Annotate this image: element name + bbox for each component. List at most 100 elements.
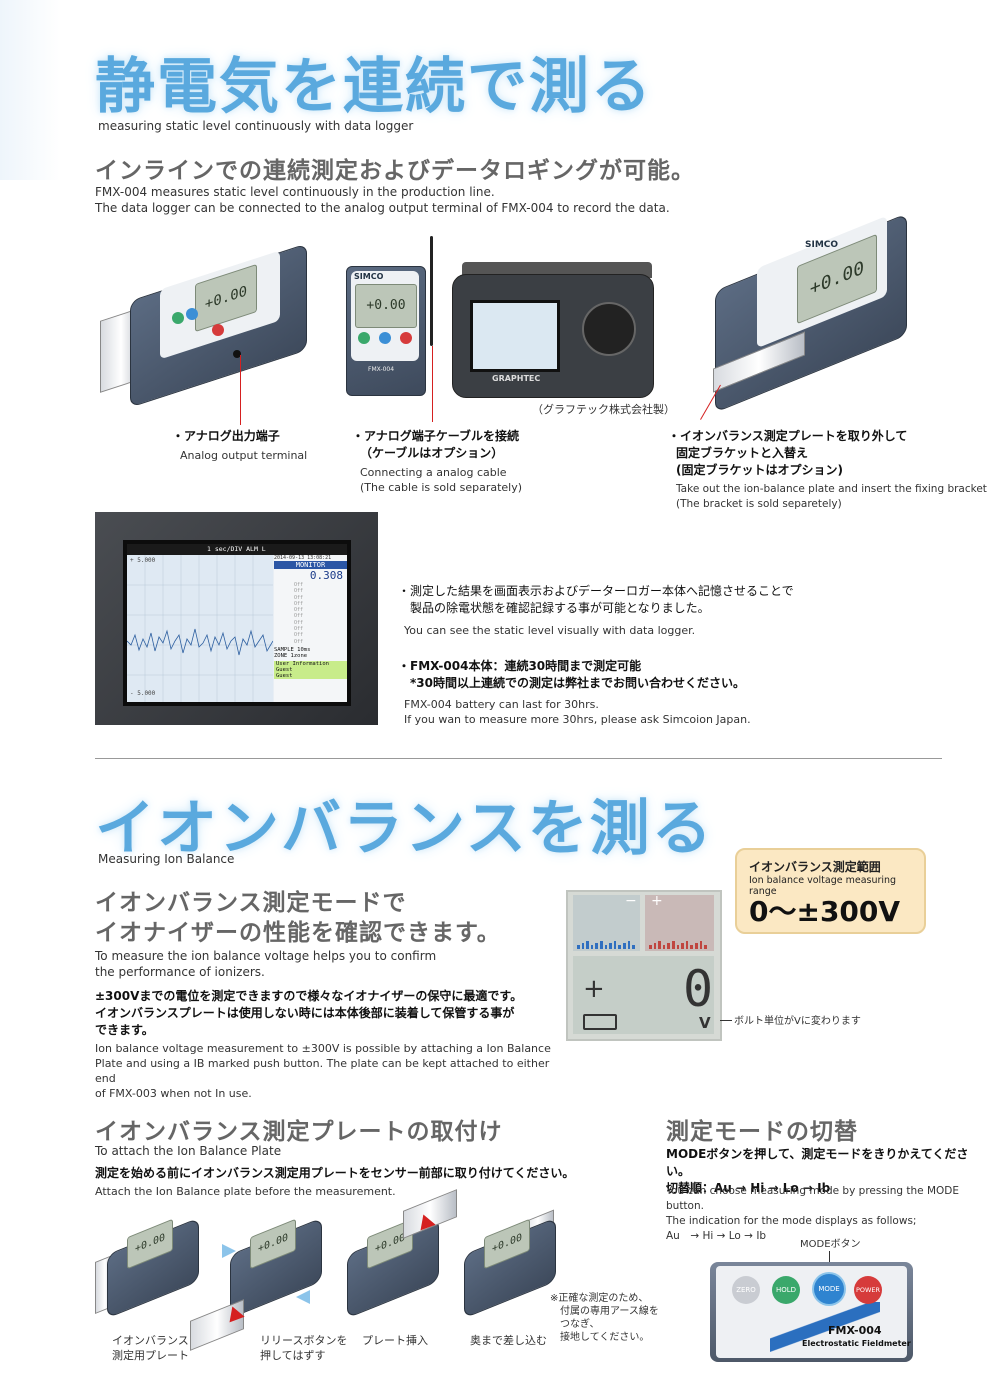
monitor-title: MONITOR xyxy=(274,561,347,569)
brand-label: SIMCO xyxy=(354,272,384,281)
mode-en-line: Au → Hi → Lo → Ib xyxy=(666,1230,767,1242)
button-green xyxy=(358,332,370,344)
lcd-bar xyxy=(672,941,675,949)
lcd-bar xyxy=(595,943,598,949)
monitor-row: Off xyxy=(294,632,304,639)
lcd-bar xyxy=(699,941,703,949)
arrow-blue-icon xyxy=(222,1244,236,1258)
callout-fixing-bracket: ・イオンバランス測定プレートを取り外して 固定ブラケットと入替え (固定ブラケッ… xyxy=(668,428,987,512)
power-button[interactable]: POWER xyxy=(854,1276,882,1304)
monitor-row: Off xyxy=(294,619,304,626)
section3-heading: イオンバランス測定プレートの取付け xyxy=(95,1119,503,1145)
zero-button[interactable]: ZERO xyxy=(732,1276,760,1304)
callout-jp: （ケーブルはオプション） xyxy=(360,446,504,460)
logger-screen-photo: 1 sec/DIV ALM L + 5.000 - 5.000 2014-09-… xyxy=(95,512,378,725)
lcd-bar xyxy=(618,945,621,949)
lcd-unit: V xyxy=(699,1014,711,1032)
user-info-label: User Information xyxy=(276,660,329,667)
monitor-row: Off xyxy=(294,588,304,595)
lcd-minus-sign: − xyxy=(625,893,637,909)
section2-body-jp: ±300Vまでの電位を測定できますので様々なイオナイザーの保守に最適です。 イオ… xyxy=(95,988,555,1039)
section1-desc: FMX-004 measures static level continuous… xyxy=(95,184,670,216)
button-green xyxy=(172,312,184,324)
note-jp: ・測定した結果を画面表示およびデーターロガー本体へ記憶させることで xyxy=(398,584,794,598)
lcd-bar xyxy=(600,941,603,949)
lcd-bar xyxy=(632,945,635,949)
axis-bottom-label: - 5.000 xyxy=(130,690,156,697)
step-device-4: +0.00 xyxy=(452,1209,557,1319)
callout-en: Take out the ion-balance plate and inser… xyxy=(676,483,987,495)
section4-en: You can choose measuring mode by pressin… xyxy=(666,1184,990,1244)
button-blue xyxy=(379,332,391,344)
desc-line: FMX-004 measures static level continuous… xyxy=(95,185,495,199)
note-jp: 製品の除電状態を確認記録する事が可能となりました。 xyxy=(398,601,710,615)
callout-analog-output: ・アナログ出力端子 Analog output terminal xyxy=(172,428,307,463)
step-label-line: リリースボタンを xyxy=(260,1334,348,1347)
logger-screen xyxy=(470,300,560,372)
logger-brand: GRAPHTEC xyxy=(492,374,541,383)
note-en: FMX-004 battery can last for 30hrs. xyxy=(404,698,599,711)
body-line: イオンバランスプレートは使用しない時には本体後部に装着して保管する事が xyxy=(95,1006,515,1020)
corner-shade xyxy=(0,0,60,180)
hold-button[interactable]: HOLD xyxy=(772,1276,800,1304)
section3-jp: 測定を始める前にイオンバランス測定用プレートをセンサー前部に取り付けてください。 xyxy=(95,1166,575,1180)
lcd-bar xyxy=(623,943,626,949)
monitor-row: Off xyxy=(294,582,304,588)
user-guest: Guest xyxy=(276,672,293,679)
note-line: 接地してください。 xyxy=(560,1332,650,1343)
heading-line: イオンバランス測定モードで xyxy=(95,890,407,916)
lcd-minus-panel: − xyxy=(573,893,640,951)
waveform-plot xyxy=(127,555,273,702)
monitor-zone: ZONE 1zone xyxy=(274,652,308,659)
note-battery: ・FMX-004本体：連続30時間まで測定可能 *30時間以上連続での測定は弊社… xyxy=(398,658,751,727)
lcd-bar xyxy=(577,945,580,949)
lcd-bar xyxy=(681,943,684,949)
battery-icon xyxy=(583,1014,617,1030)
brand-label: SIMCO xyxy=(805,240,839,250)
monitor-row: Off xyxy=(294,594,304,601)
ground-note: ※正確な測定のため、 付属の専用アース線を つなぎ、 接地してください。 xyxy=(550,1292,659,1344)
button-blue xyxy=(186,308,198,320)
mode-en-line: The indication for the mode displays as … xyxy=(666,1215,917,1227)
fmx-device-right: +0.00 SIMCO xyxy=(705,213,913,413)
desc-line: The data logger can be connected to the … xyxy=(95,201,670,215)
lcd-digit: 0 xyxy=(683,960,714,1018)
step-label-line: イオンバランス xyxy=(112,1334,189,1347)
body-line: ±300Vまでの電位を測定できますので様々なイオナイザーの保守に最適です。 xyxy=(95,989,523,1003)
note-line: ※正確な測定のため、 xyxy=(550,1293,649,1304)
fmx-device-left: +0.00 xyxy=(100,243,310,408)
ion-balance-lcd: − + + 0 V xyxy=(566,890,722,1041)
note-en: You can see the static level visually wi… xyxy=(404,624,696,637)
closeup-model: FMX-004 xyxy=(828,1324,882,1337)
graphtec-data-logger: GRAPHTEC xyxy=(452,262,654,398)
axis-top-label: + 5.000 xyxy=(130,557,156,564)
blue-swoosh xyxy=(770,1302,880,1352)
callout-en: (The bracket is sold separetely) xyxy=(676,498,842,510)
body-line: Plate and using a IB marked push button.… xyxy=(95,1057,550,1085)
monitor-row: Off xyxy=(294,626,304,633)
device-lcd: +0.00 xyxy=(355,284,417,328)
range-tag-en: Ion balance voltage measuring range xyxy=(749,875,897,897)
model-label: FMX-004 xyxy=(368,366,395,373)
callout-jp: 固定ブラケットと入替え xyxy=(676,446,809,460)
callout-line xyxy=(432,346,433,422)
lcd-bar xyxy=(590,945,594,949)
screen-header-text: 1 sec/DIV ALM L xyxy=(207,545,266,553)
screen-header: 1 sec/DIV ALM L xyxy=(127,544,347,555)
mode-button-label: MODEボタン xyxy=(800,1239,861,1250)
lcd-bar xyxy=(676,945,680,949)
lcd-bar xyxy=(604,945,608,949)
lcd-plus-bars xyxy=(649,935,709,949)
analog-output-jack-icon xyxy=(233,350,241,358)
note-line: つなぎ、 xyxy=(560,1319,600,1330)
mode-en-line: You can choose measuring mode by pressin… xyxy=(666,1185,959,1212)
mode-button[interactable]: MODE xyxy=(814,1274,844,1304)
lcd-sign: + xyxy=(583,974,605,1004)
section2-subtitle: Measuring Ion Balance xyxy=(98,852,235,866)
section3-en: Attach the Ion Balance plate before the … xyxy=(95,1185,396,1198)
step-label-3: プレート挿入 xyxy=(362,1334,428,1347)
range-tag-value: 0～±300V xyxy=(749,895,901,928)
section2-body-en: Ion balance voltage measurement to ±300V… xyxy=(95,1041,555,1101)
